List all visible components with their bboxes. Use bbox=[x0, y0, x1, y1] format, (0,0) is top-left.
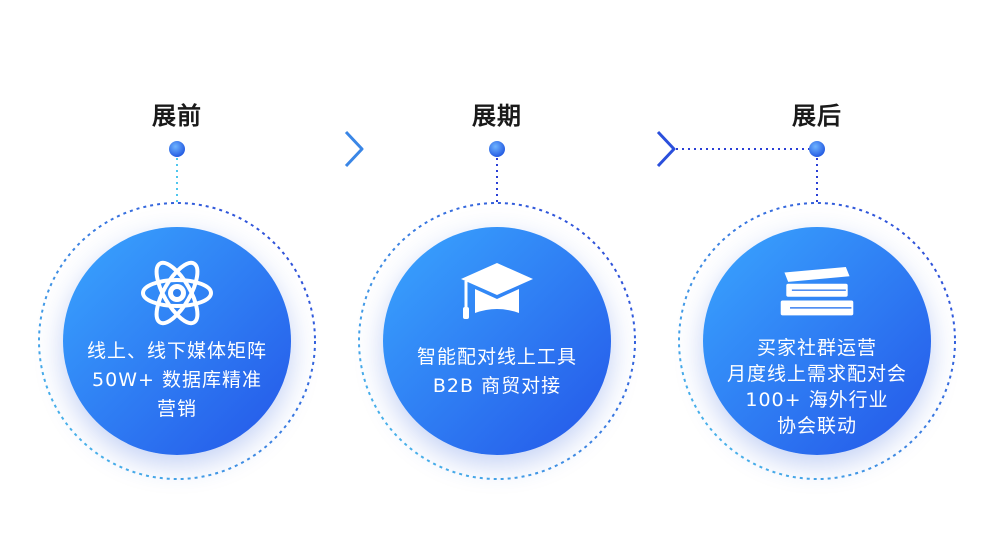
stage-line: 协会联动 bbox=[776, 415, 857, 437]
stage-line: 50W+ 数据库精准 bbox=[92, 369, 262, 391]
stage-line: 线上、线下媒体矩阵 bbox=[86, 340, 267, 362]
atom-icon bbox=[137, 257, 217, 329]
stage-description-post: 买家社群运营 月度线上需求配对会 100+ 海外行业 协会联动 bbox=[727, 335, 907, 439]
stage-circle-during: 智能配对线上工具 B2B 商贸对接 bbox=[383, 227, 611, 455]
arrow-right-icon bbox=[656, 130, 676, 168]
stage-title-during: 展期 bbox=[472, 102, 522, 130]
stage-line: 营销 bbox=[156, 398, 197, 420]
stage-title-pre: 展前 bbox=[152, 102, 202, 130]
stage-line: B2B 商贸对接 bbox=[432, 375, 562, 397]
stage-circle-pre: 线上、线下媒体矩阵 50W+ 数据库精准 营销 bbox=[63, 227, 291, 455]
stage-circle-post: 买家社群运营 月度线上需求配对会 100+ 海外行业 协会联动 bbox=[703, 227, 931, 455]
timeline-dot-3 bbox=[809, 141, 825, 157]
timeline-dot-2 bbox=[489, 141, 505, 157]
timeline-dot-1 bbox=[169, 141, 185, 157]
stage-description-during: 智能配对线上工具 B2B 商贸对接 bbox=[417, 343, 577, 401]
stage-line: 月度线上需求配对会 bbox=[726, 363, 907, 385]
outer-ring-3 bbox=[678, 202, 956, 480]
arrow-right-icon bbox=[344, 130, 364, 168]
books-icon bbox=[777, 257, 857, 329]
stage-line: 100+ 海外行业 bbox=[745, 389, 889, 411]
outer-ring-1 bbox=[38, 202, 316, 480]
stage-title-post: 展后 bbox=[792, 102, 842, 130]
stage-line: 智能配对线上工具 bbox=[416, 346, 577, 368]
stage-line: 买家社群运营 bbox=[756, 337, 877, 359]
stage-description-pre: 线上、线下媒体矩阵 50W+ 数据库精准 营销 bbox=[87, 337, 267, 424]
outer-ring-2 bbox=[358, 202, 636, 480]
graduation-cap-icon bbox=[457, 257, 537, 329]
